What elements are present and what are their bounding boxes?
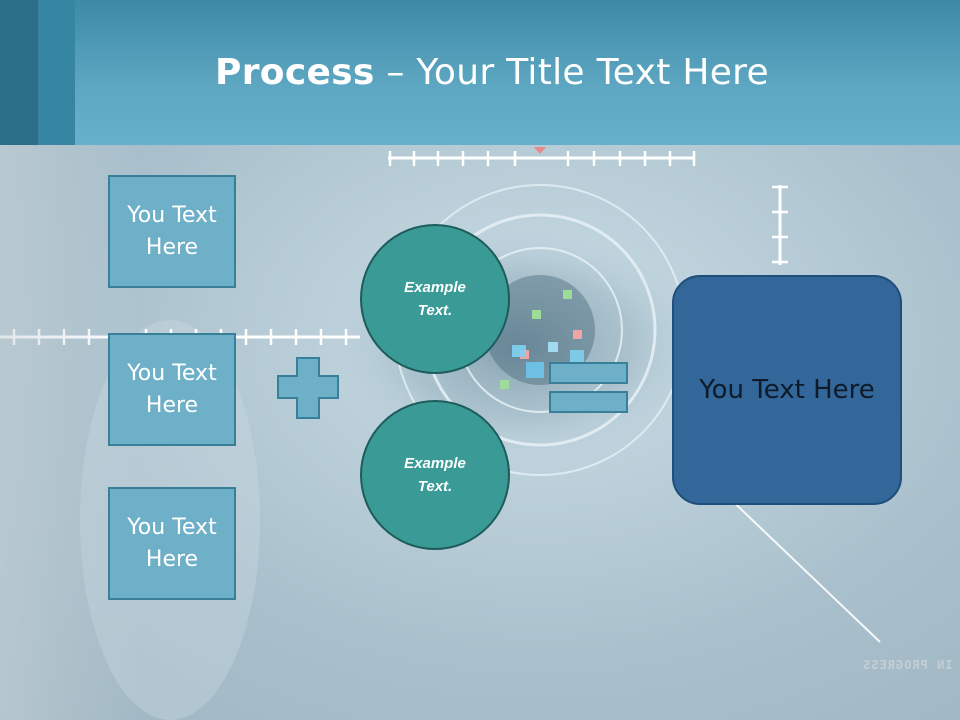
result-box[interactable]: You Text Here [672,275,902,505]
title-bar-accent-dark [0,0,38,145]
plus-icon [277,357,339,419]
text-box-2[interactable]: You Text Here [108,333,236,446]
title-bar-accent [38,0,75,145]
text-box-3[interactable]: You Text Here [108,487,236,600]
equals-icon [549,362,628,413]
slide-title: Process – Your Title Text Here [0,52,960,93]
slide-title-bold: Process [215,52,375,93]
example-circle-1[interactable]: Example Text. [360,224,510,374]
text-box-1[interactable]: You Text Here [108,175,236,288]
title-bar: Process – Your Title Text Here [0,0,960,145]
watermark-text: IN PROGRESS [862,658,953,672]
example-circle-2[interactable]: Example Text. [360,400,510,550]
slide-title-rest: – Your Title Text Here [374,52,769,93]
